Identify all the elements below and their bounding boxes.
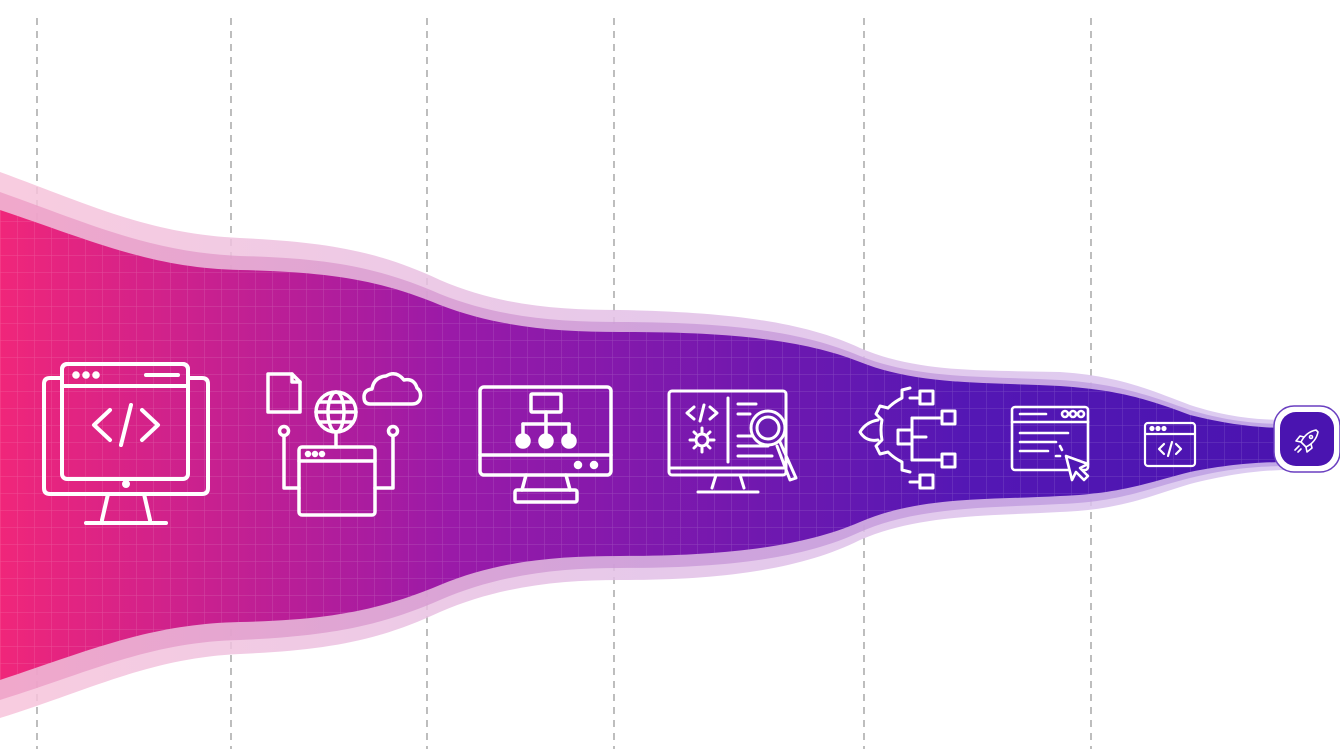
small-code-window-icon: [1143, 421, 1197, 468]
code-review-search-icon: [667, 389, 798, 494]
web-hosting-cloud-icon: [266, 372, 423, 517]
launch-cap: [1273, 405, 1340, 473]
sitemap-monitor-icon: [478, 385, 613, 504]
integration-gear-network-icon: [858, 386, 957, 490]
code-editor-monitor-icon: [42, 362, 210, 525]
launch-rocket-icon: [1294, 429, 1319, 453]
browser-click-icon: [1010, 405, 1090, 482]
